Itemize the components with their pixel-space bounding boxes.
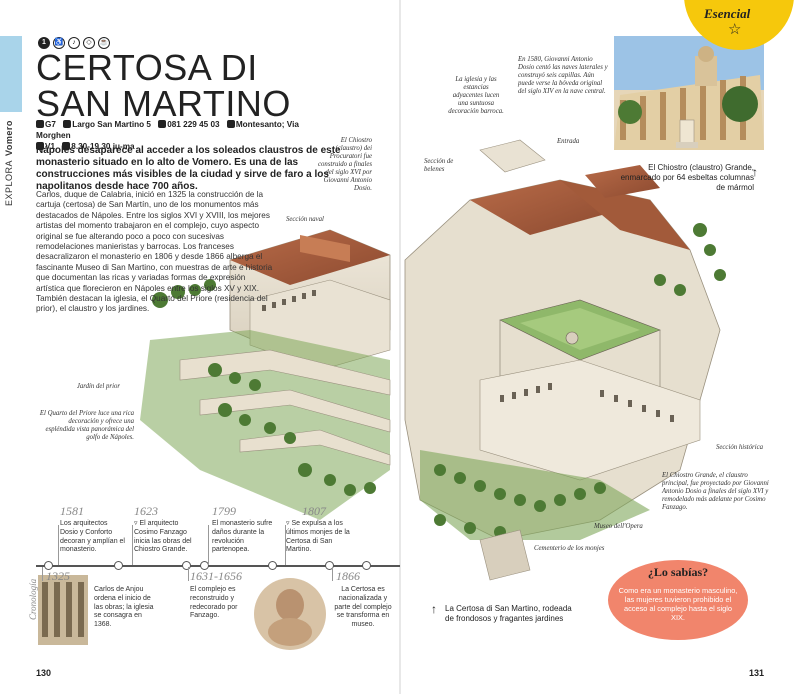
address-icon: [63, 120, 72, 128]
timeline-dot: [182, 561, 191, 570]
timeline-year: 1799: [212, 504, 236, 518]
info-bus: V1: [45, 142, 56, 151]
timeline-text: Los arquitectos Dosio y Conforto decoran…: [60, 520, 125, 554]
section-explora: EXPLORA: [4, 159, 14, 206]
callout-iglesia: La iglesia y las estancias adyacentes lu…: [448, 76, 504, 115]
body-paragraph: Carlos, duque de Calabria, inició en 132…: [36, 190, 273, 314]
bottom-caption: La Certosa di San Martino, rodeada de fr…: [445, 604, 572, 623]
callout-cementerio: Cementerio de los monjes: [534, 545, 605, 552]
timeline-tick: [132, 525, 133, 565]
visitor-info: G7 Largo San Martino 5 081 229 45 03 Mon…: [36, 119, 336, 152]
info-metro: Montesanto; Via Morghen: [36, 120, 299, 140]
phone-icon: [158, 120, 167, 128]
timeline-dot: [114, 561, 123, 570]
arrow-up-icon: ↑: [752, 165, 758, 179]
callout-jardin-prior: Jardín del prior: [76, 383, 120, 390]
timeline-dot: [44, 561, 53, 570]
page-number-right: 131: [749, 668, 765, 678]
timeline-dot: [362, 561, 371, 570]
timeline-tick: [188, 567, 189, 581]
item-number-badge: 1: [38, 37, 50, 49]
page-gutter: [399, 0, 401, 694]
timeline-year: 1581: [60, 504, 84, 518]
timeline-text: ▿ El arquitecto Cosimo Fanzago inicia la…: [134, 520, 192, 554]
bus-icon: [36, 142, 44, 150]
cafe-icon: ☕: [98, 37, 110, 49]
timeline-tick: [42, 567, 43, 581]
timeline-year: 1631-1656: [190, 569, 242, 583]
info-address: Largo San Martino 5: [72, 120, 151, 129]
timeline-dot: [268, 561, 277, 570]
info-hours: 8.30-19.30 ju-ma: [71, 142, 135, 151]
callout-chiostro-grande: El Chiostro Grande, el claustro principa…: [662, 472, 769, 511]
map-pin-icon: [36, 120, 44, 128]
info-phone: 081 229 45 03: [167, 120, 220, 129]
timeline-text: Carlos de Anjou ordena el inicio de las …: [94, 586, 154, 629]
section-label: EXPLORA Vomero: [4, 120, 14, 206]
info-grid: G7: [45, 120, 56, 129]
timeline-text-value: El arquitecto Cosimo Fanzago inicia las …: [134, 520, 192, 554]
metro-icon: [226, 120, 235, 128]
timeline-year: 1807: [302, 504, 326, 518]
timeline-axis: [36, 565, 400, 567]
did-you-know-title: ¿Lo sabías?: [647, 565, 709, 579]
callout-belenes: Sección de belenes: [424, 158, 454, 173]
timeline-dot: [200, 561, 209, 570]
intro-paragraph: Nápoles desaparece al acceder a los sole…: [36, 145, 341, 192]
callout-seccion-naval: Sección naval: [286, 216, 324, 223]
timeline-year: 1866: [336, 569, 360, 583]
timeline-tick: [332, 567, 333, 581]
timeline-tick: [285, 525, 286, 565]
timeline-tick: [58, 525, 59, 565]
timeline-text: El monasterio sufre daños durante la rev…: [212, 520, 273, 554]
page-title: CERTOSA DI SAN MARTINO: [36, 50, 291, 122]
photo-caption: El Chiostro (claustro) Grande, enmarcado…: [620, 163, 754, 192]
timeline-year: 1325: [46, 569, 70, 583]
did-you-know-bubble: [608, 560, 748, 640]
timeline-text: El complejo es reconstruido y redecorado…: [190, 586, 238, 620]
timeline-text: La Certosa es nacionalizada y parte del …: [334, 586, 392, 629]
timeline-text-value: Se expulsa a los últimos monjes de la Ce…: [286, 520, 350, 554]
callout-quarto-priore: El Quarto del Priore luce una rica decor…: [39, 410, 134, 441]
callout-museo-opera: Museo dell'Opera: [594, 523, 643, 530]
callout-procuratori: El Chiostro (claustro) dei Procuratori f…: [318, 137, 372, 192]
accessibility-icon: ♿: [53, 37, 65, 49]
side-tab: [0, 36, 22, 112]
clock-icon: [62, 142, 71, 150]
did-you-know-text: Como era un monasterio masculino, las mu…: [618, 586, 738, 622]
title-line2: SAN MARTINO: [36, 83, 291, 124]
page-number-left: 130: [36, 668, 52, 678]
timeline-label: Cronología: [28, 578, 38, 620]
timeline-text: ▿ Se expulsa a los últimos monjes de la …: [286, 520, 350, 554]
audio-guide-icon: ♪: [68, 37, 80, 49]
callout-entrada: Entrada: [557, 138, 580, 145]
timeline-dot: [325, 561, 334, 570]
section-area: Vomero: [4, 120, 14, 156]
callout-dosio-naves: En 1580, Giovanni Antonio Dosio centó la…: [518, 56, 608, 95]
feature-icons: 1 ♿ ♪ ◇ ☕: [38, 37, 110, 49]
timeline-tick: [208, 525, 209, 565]
title-line1: CERTOSA DI: [36, 47, 258, 88]
callout-seccion-historica: Sección histórica: [716, 444, 764, 451]
star-icon: ☆: [728, 21, 742, 38]
shop-icon: ◇: [83, 37, 95, 49]
timeline-year: 1623: [134, 504, 158, 518]
essential-label: Esencial: [704, 6, 751, 21]
arrow-up-icon: ↑: [431, 602, 437, 616]
